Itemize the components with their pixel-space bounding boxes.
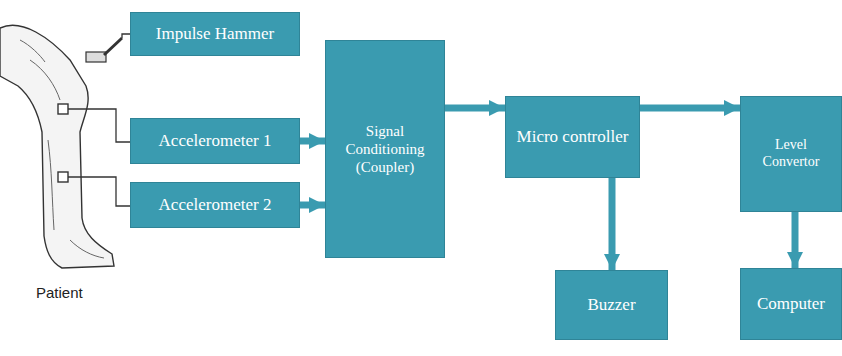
box-label: Level Convertor	[747, 137, 835, 171]
hammer-wire	[122, 34, 130, 38]
flow-arrow	[609, 178, 616, 270]
sensor-wire	[68, 177, 130, 206]
box-label: Computer	[757, 294, 825, 314]
box-label: Accelerometer 2	[159, 195, 272, 215]
sensor-wire	[68, 109, 130, 142]
process-box: Signal Conditioning (Coupler)	[325, 40, 445, 258]
process-box: Accelerometer 1	[130, 118, 300, 164]
flow-arrow	[640, 105, 740, 112]
box-label: Signal Conditioning (Coupler)	[332, 122, 438, 176]
process-box: Computer	[740, 268, 842, 340]
patient-label: Patient	[36, 284, 83, 301]
flow-arrow	[792, 212, 799, 268]
box-label: Micro controller	[517, 127, 629, 147]
impulse-hammer-icon	[86, 38, 122, 62]
flow-arrow	[300, 138, 325, 145]
accelerometer-sensor	[58, 172, 68, 182]
process-box: Accelerometer 2	[130, 182, 300, 228]
knee-line	[20, 40, 104, 258]
accelerometer-sensor	[58, 104, 68, 114]
box-label: Buzzer	[587, 295, 635, 315]
process-box: Level Convertor	[740, 96, 842, 212]
hammer-handle	[104, 38, 122, 55]
process-box: Micro controller	[505, 96, 640, 178]
box-label: Accelerometer 1	[159, 131, 272, 151]
box-label: Impulse Hammer	[156, 24, 275, 44]
flow-arrow	[445, 105, 505, 112]
patient-leg	[0, 25, 114, 268]
process-box: Buzzer	[555, 270, 668, 340]
flow-arrow	[300, 202, 325, 209]
process-box: Impulse Hammer	[130, 12, 300, 56]
leg-outline	[0, 25, 114, 268]
hammer-head	[86, 52, 106, 62]
sensor-wire	[68, 34, 130, 206]
